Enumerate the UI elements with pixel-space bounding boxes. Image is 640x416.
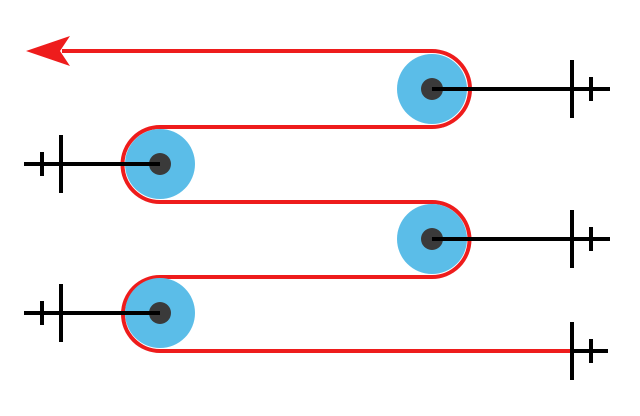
- ground-anchor-icon: [40, 284, 63, 342]
- ground-anchor-icon: [40, 135, 63, 193]
- pulley-rods: [24, 87, 610, 315]
- ground-anchor-icon: [570, 60, 593, 118]
- rope: [26, 36, 572, 353]
- rope-path: [62, 49, 572, 353]
- pull-direction-arrow-icon: [26, 36, 70, 66]
- anchors: [40, 60, 608, 380]
- ground-anchor-icon: [570, 210, 593, 268]
- rope-end-anchor: [570, 322, 608, 380]
